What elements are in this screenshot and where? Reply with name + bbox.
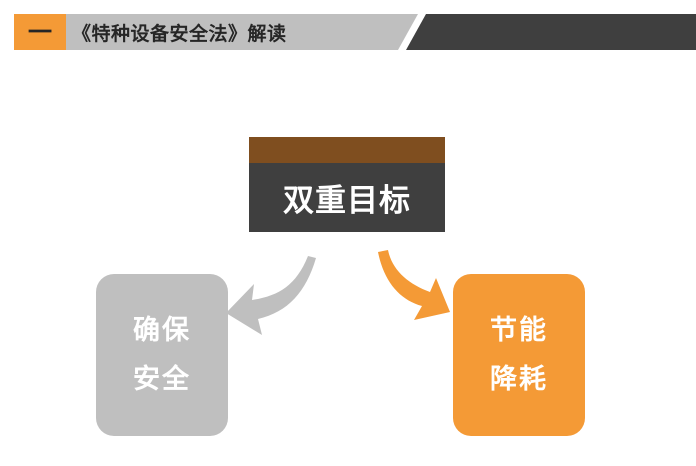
header-dark-band bbox=[406, 14, 696, 50]
curved-arrow-right-icon bbox=[378, 250, 450, 320]
section-header: 一 《特种设备安全法》解读 bbox=[0, 0, 696, 62]
section-number: 一 bbox=[28, 18, 52, 46]
header-title-band bbox=[66, 14, 418, 50]
energy-card-line2: 降耗 bbox=[490, 364, 548, 395]
header-number-box bbox=[14, 14, 66, 50]
dual-goal-box: 双重目标 bbox=[249, 137, 445, 232]
energy-card-line1: 节能 bbox=[490, 315, 548, 346]
goal-box-cap bbox=[249, 137, 445, 163]
header-background bbox=[14, 14, 696, 50]
section-title: 《特种设备安全法》解读 bbox=[72, 22, 287, 45]
goal-title: 双重目标 bbox=[249, 163, 445, 232]
curved-arrow-left-icon bbox=[226, 256, 316, 335]
safety-card: 确保 安全 bbox=[96, 274, 228, 436]
energy-card: 节能 降耗 bbox=[453, 274, 585, 436]
safety-card-line1: 确保 bbox=[133, 315, 191, 346]
safety-card-line2: 安全 bbox=[133, 364, 191, 395]
